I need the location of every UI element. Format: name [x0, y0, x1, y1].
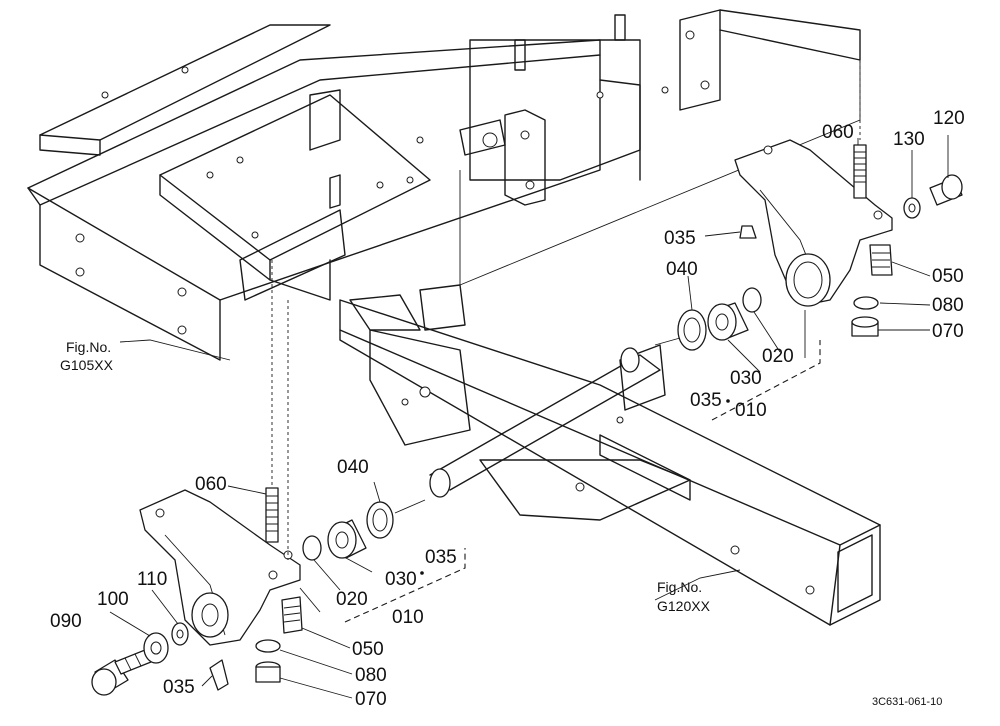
- callout-090: 090: [50, 611, 82, 632]
- figure-ref-right-code: G120XX: [657, 598, 711, 614]
- tube-frame-holes: [401, 386, 815, 595]
- figure-ref-right-prefix: Fig.No.: [657, 579, 702, 595]
- figure-ref-left: Fig.No. G105XX: [60, 339, 114, 373]
- callout-130: 130: [893, 129, 925, 150]
- figure-ref-right: Fig.No. G120XX: [657, 579, 711, 614]
- frame-holes: [75, 30, 710, 335]
- callout-080-right: 080: [932, 295, 964, 316]
- callout-040-left: 040: [337, 457, 369, 478]
- callout-035-left-kit: 035: [425, 547, 457, 568]
- callouts-left: 060 040 035 110 100 090 020 030 010 050 …: [50, 457, 457, 710]
- callout-080-left: 080: [355, 665, 387, 686]
- callout-100: 100: [97, 589, 129, 610]
- callout-020-right: 020: [762, 346, 794, 367]
- figure-ref-left-code: G105XX: [60, 357, 114, 373]
- callout-030-left: 030: [385, 569, 417, 590]
- callout-035-right-kit: 035: [690, 390, 722, 411]
- callout-060-left: 060: [195, 474, 227, 495]
- document-number: 3C631-061-10: [872, 696, 942, 708]
- callout-035-left-nipple: 035: [163, 677, 195, 698]
- callout-120: 120: [933, 108, 965, 129]
- frame-assembly: [27, 9, 861, 361]
- callout-030-right: 030: [730, 368, 762, 389]
- callout-050-left: 050: [352, 639, 384, 660]
- right-bracket-group: [654, 60, 963, 351]
- figure-ref-left-prefix: Fig.No.: [66, 339, 111, 355]
- leader-lines: [109, 135, 949, 699]
- callout-060-right: 060: [822, 122, 854, 143]
- callout-070-right: 070: [932, 321, 964, 342]
- kit-dot-right: [726, 399, 730, 403]
- callout-050-right: 050: [932, 266, 964, 287]
- callout-035-right-nipple: 035: [664, 228, 696, 249]
- callout-010-right: 010: [735, 400, 767, 421]
- left-bracket-group: [91, 260, 426, 696]
- kit-dot-left: [420, 571, 424, 575]
- callout-040-right: 040: [666, 259, 698, 280]
- callout-010-left: 010: [392, 607, 424, 628]
- callout-110: 110: [137, 569, 167, 590]
- tube-frame-assembly: [339, 284, 881, 626]
- callouts-right: 060 130 120 035 040 050 080 070 020 030 …: [664, 108, 965, 421]
- callout-020-left: 020: [336, 589, 368, 610]
- callout-070-left: 070: [355, 689, 387, 710]
